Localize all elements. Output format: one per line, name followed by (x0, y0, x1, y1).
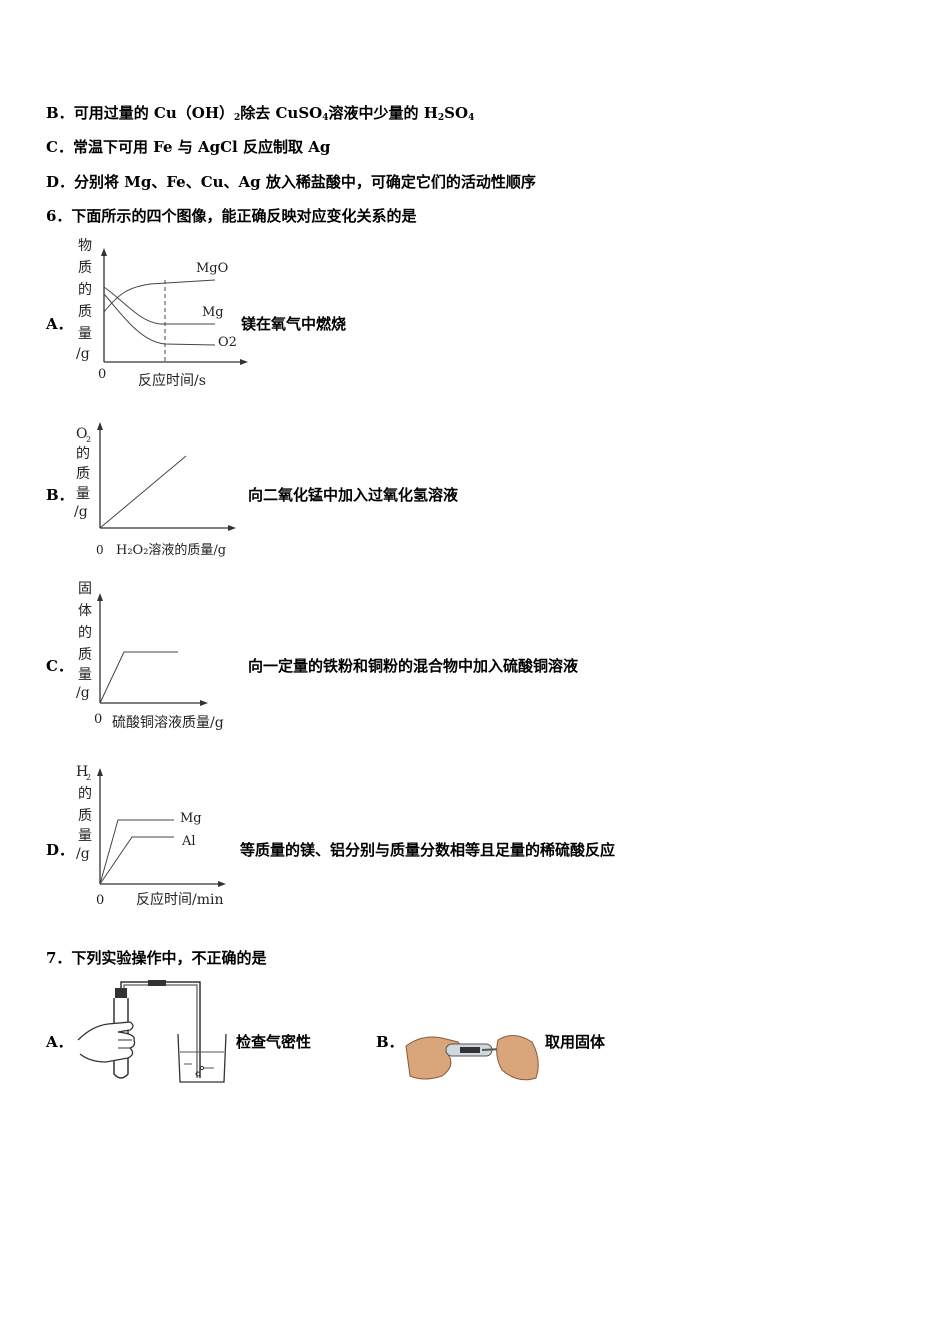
q6-option-d-label: D． (46, 841, 75, 859)
q6-option-a-desc: 镁在氧气中燃烧 (241, 315, 347, 333)
origin-label: 0 (94, 712, 102, 727)
q6-option-c-label: C． (46, 657, 73, 675)
ylabel-char: 体 (78, 603, 92, 619)
ylabel-char: /g (76, 685, 90, 701)
ylabel-char: 量 (76, 486, 90, 502)
ylabel-char: O (76, 426, 87, 442)
series-label-o2: O2 (218, 335, 237, 350)
ylabel-char: 质 (76, 466, 90, 482)
q6-option-a-label: A． (46, 315, 73, 333)
ylabel-char: 质 (78, 808, 92, 824)
ylabel-char: 的 (78, 625, 92, 641)
ylabel-char: 固 (78, 581, 92, 597)
ylabel-char: 物 (78, 238, 92, 254)
ylabel-char: /g (74, 504, 88, 520)
q6-option-b-label: B． (46, 486, 74, 504)
q5-option-b: B．可用过量的 Cu（OH）2除去 CuSO4溶液中少量的 H2SO4 (46, 104, 475, 123)
q7-option-a-label: A． (46, 1033, 73, 1051)
ylabel-char: 的 (76, 446, 90, 462)
ylabel-char: 的 (78, 786, 92, 802)
ylabel-char: /g (76, 346, 90, 362)
q6-graph-b: O 2 的 质 量 /g 0 H₂O₂溶液的质量/g (74, 422, 236, 558)
series-label-mg: Mg (202, 305, 224, 320)
q7-option-b-desc: 取用固体 (545, 1033, 606, 1051)
origin-label: 0 (96, 893, 104, 908)
q6-graph-c: 固 体 的 质 量 /g 0 硫酸铜溶液质量/g (76, 581, 224, 731)
ylabel-char: 量 (78, 828, 92, 844)
ylabel-char: 质 (78, 260, 92, 276)
series-label-mgo: MgO (196, 261, 228, 276)
q6-graph-d: H 2 的 质 量 /g 0 反应时间/min Mg Al (76, 764, 226, 908)
airtightness-check-illustration (77, 980, 227, 1083)
q7-option-a-desc: 检查气密性 (236, 1033, 312, 1051)
ylabel-char: H (76, 764, 88, 780)
xlabel: 硫酸铜溶液质量/g (112, 715, 224, 731)
origin-label: 0 (98, 367, 106, 382)
q6-option-b-desc: 向二氧化锰中加入过氧化氢溶液 (248, 486, 459, 504)
ylabel-sub: 2 (86, 435, 91, 444)
q7-stem: 7．下列实验操作中，不正确的是 (46, 949, 267, 967)
q6-stem: 6．下面所示的四个图像，能正确反映对应变化关系的是 (46, 207, 417, 225)
q6-graph-a: 物 质 的 质 量 /g 0 反应时间/s MgO Mg O2 (76, 238, 248, 389)
ylabel-char: 量 (78, 667, 92, 683)
ylabel-char: /g (76, 846, 90, 862)
q6-option-d-desc: 等质量的镁、铝分别与质量分数相等且足量的稀硫酸反应 (240, 841, 616, 859)
series-label-al: Al (181, 834, 196, 849)
ylabel-sub: 2 (86, 773, 91, 782)
ylabel-char: 质 (78, 647, 92, 663)
ylabel-char: 质 (78, 304, 92, 320)
q7-option-b-label: B． (376, 1033, 404, 1051)
take-solid-illustration (405, 1035, 539, 1081)
series-label-mg: Mg (180, 811, 202, 826)
q5-option-c: C．常温下可用 Fe 与 AgCl 反应制取 Ag (46, 138, 331, 156)
origin-label: 0 (96, 543, 104, 557)
q5-option-d: D．分别将 Mg、Fe、Cu、Ag 放入稀盐酸中，可确定它们的活动性顺序 (46, 173, 536, 191)
q6-option-c-desc: 向一定量的铁粉和铜粉的混合物中加入硫酸铜溶液 (248, 657, 579, 675)
xlabel: H₂O₂溶液的质量/g (116, 542, 226, 558)
xlabel: 反应时间/s (138, 372, 206, 389)
ylabel-char: 量 (78, 326, 92, 342)
ylabel-char: 的 (78, 282, 92, 298)
xlabel: 反应时间/min (136, 891, 224, 908)
